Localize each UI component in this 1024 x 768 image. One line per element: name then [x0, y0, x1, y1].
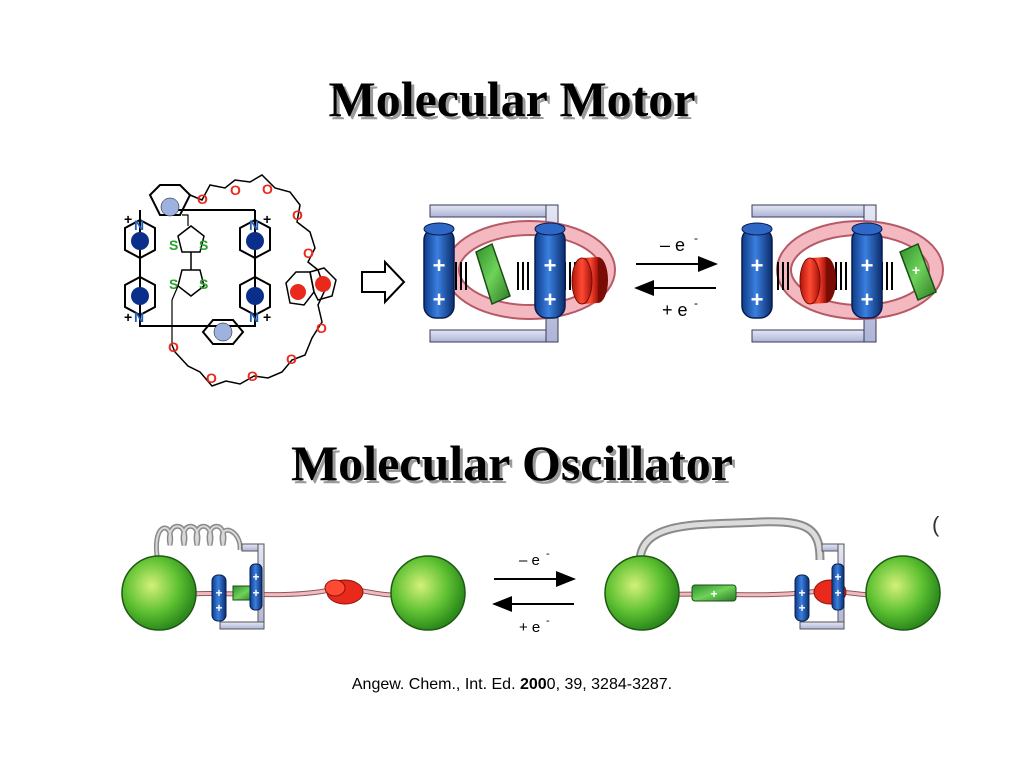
bipyridinium-left — [124, 218, 156, 317]
charge-plus: + — [433, 253, 446, 278]
motor-state-2: + + + + + — [741, 204, 944, 343]
charge-plus: + — [861, 253, 874, 278]
oscillator-state-2: + + + + + — [604, 517, 941, 631]
charge-plus: + — [834, 586, 841, 600]
naphthalene-unit — [285, 267, 337, 306]
motor-reduction-label: + e — [662, 300, 688, 320]
oscillator-reduction-superscript: - — [546, 615, 550, 627]
citation-details: , 39, 3284-3287. — [555, 676, 673, 693]
charge-plus: + — [252, 586, 259, 600]
charge-label: + — [124, 309, 132, 325]
oxygen-label: O — [262, 181, 273, 197]
sulfur-label: S — [169, 276, 178, 292]
title-molecular-oscillator: Molecular Oscillator — [290, 435, 734, 491]
charge-plus: + — [861, 287, 874, 312]
nitrogen-label: N — [134, 217, 144, 233]
citation-year-bold: 200 — [519, 676, 547, 693]
oxygen-label: O — [303, 245, 314, 261]
hollow-arrow-icon — [361, 259, 406, 305]
charge-plus: + — [751, 253, 764, 278]
oxygen-label: O — [292, 207, 303, 223]
radical-cation-label: + — [912, 262, 920, 278]
citation-year-rest: 0 — [546, 676, 556, 693]
motor-equilibrium-arrows — [634, 256, 718, 296]
sulfur-label: S — [199, 276, 208, 292]
charge-label: + — [263, 211, 271, 227]
tetrathiafulvalene: S S S S — [169, 214, 208, 345]
oxygen-label: O — [197, 191, 208, 207]
oxygen-label: O — [247, 368, 258, 384]
charge-plus: + — [751, 287, 764, 312]
nitrogen-label: N — [249, 217, 259, 233]
nitrogen-label: N — [134, 309, 144, 325]
nitrogen-label: N — [249, 309, 259, 325]
oxygen-label: O — [230, 182, 241, 198]
charge-plus: + — [252, 570, 259, 584]
bipyridinium-right — [239, 218, 271, 317]
motor-reduction-superscript: - — [694, 296, 698, 310]
oscillator-equilibrium-arrows — [492, 571, 576, 612]
catenane-molecule: N + N + N + N + S S S S O O O O O O O — [124, 174, 337, 387]
charge-label: + — [124, 211, 132, 227]
radical-cation-label: + — [710, 587, 717, 601]
oscillator-oxidation-label: – e — [519, 552, 540, 569]
motor-oxidation-superscript: - — [694, 231, 698, 245]
charge-plus: + — [215, 601, 222, 615]
charge-plus: + — [798, 601, 805, 615]
motor-oxidation-label: – e — [660, 235, 685, 255]
citation: Angew. Chem., Int. Ed. 2000, 39, 3284-32… — [0, 676, 1024, 694]
oxygen-label: O — [168, 339, 179, 355]
oscillator-state-1: + + + + — [121, 523, 466, 631]
oscillator-reduction-label: + e — [519, 619, 540, 636]
citation-journal: Angew. Chem., Int. Ed. — [351, 676, 520, 693]
charge-plus: + — [544, 287, 557, 312]
partial-bracket: ( — [932, 512, 940, 537]
charge-plus: + — [834, 570, 841, 584]
oscillator-oxidation-superscript: - — [546, 548, 550, 560]
charge-plus: + — [215, 586, 222, 600]
charge-label: + — [263, 309, 271, 325]
charge-plus: + — [798, 586, 805, 600]
oxygen-label: O — [206, 370, 217, 386]
charge-plus: + — [433, 287, 446, 312]
charge-plus: + — [544, 253, 557, 278]
sulfur-label: S — [199, 237, 208, 253]
motor-state-1: + + + + — [423, 204, 616, 343]
oxygen-label: O — [316, 320, 327, 336]
sulfur-label: S — [169, 237, 178, 253]
oxygen-label: O — [286, 351, 297, 367]
title-molecular-motor: Molecular Motor — [328, 71, 696, 127]
